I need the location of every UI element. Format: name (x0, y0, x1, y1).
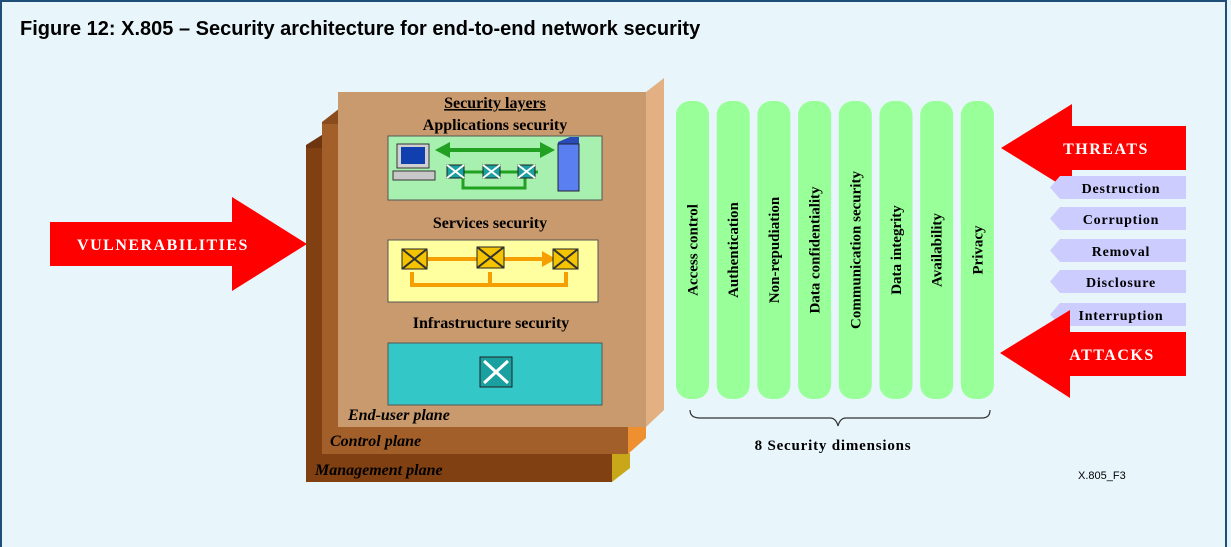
threat-label: Destruction (1082, 182, 1161, 197)
threats-arrow: THREATS (1001, 104, 1186, 192)
threat-tag (1050, 270, 1186, 293)
infrastructure-security-label: Infrastructure security (413, 315, 570, 332)
router-icon (482, 164, 501, 179)
end-user-plane: End-user plane Security layers Applicati… (338, 78, 664, 427)
vulnerabilities-arrow: VULNERABILITIES (50, 197, 307, 291)
threat-tag (1050, 176, 1186, 199)
dimensions-brace (689, 409, 991, 427)
dimensions-caption: 8 Security dimensions (755, 438, 912, 454)
dimension-pillar (920, 101, 954, 399)
services-security-label: Services security (433, 215, 547, 232)
attacks-label: ATTACKS (1069, 347, 1154, 364)
threat-label: Corruption (1083, 213, 1159, 228)
security-dimensions: Access control Authentication Non-repudiat… (676, 101, 994, 399)
dimension-pillar (676, 101, 709, 399)
application-link-arrow (435, 142, 555, 158)
server-icon (557, 137, 580, 192)
attacks-arrow: ATTACKS (1000, 310, 1186, 398)
vulnerabilities-label: VULNERABILITIES (77, 237, 249, 254)
service-node-icon (476, 246, 505, 269)
infrastructure-security-layer (387, 342, 603, 406)
service-node-icon (552, 248, 579, 270)
dimension-label: Data confidentiality (808, 186, 824, 314)
dimension-label: Privacy (970, 225, 986, 275)
dimension-label: Communication security (848, 171, 864, 329)
applications-security-layer (387, 135, 603, 201)
switch-icon (479, 356, 513, 388)
dimension-pillar (716, 101, 750, 399)
threat-list: DestructionCorruptionRemovalDisclosureIn… (1050, 176, 1186, 326)
applications-security-label: Applications security (423, 117, 567, 134)
threat-tag (1050, 207, 1186, 230)
figure-id: X.805_F3 (1078, 470, 1126, 482)
dimension-label: Non-repudiation (767, 196, 783, 303)
threat-label: Interruption (1078, 309, 1163, 324)
dimension-pillar (838, 101, 872, 399)
router-icon (517, 164, 536, 179)
service-node-icon (401, 248, 428, 270)
dimension-label: Data integrity (889, 205, 905, 295)
threat-tag (1050, 303, 1186, 326)
threats-label: THREATS (1063, 141, 1149, 158)
dimension-pillar (960, 101, 994, 399)
router-icon (446, 164, 465, 179)
threat-tag (1050, 239, 1186, 262)
management-plane-label: Management plane (314, 462, 443, 479)
figure-title: Figure 12: X.805 – Security architecture… (20, 18, 701, 40)
dimension-label: Authentication (726, 201, 742, 297)
dimension-pillar (757, 101, 791, 399)
security-layers-heading: Security layers (444, 95, 546, 112)
services-security-layer (387, 239, 599, 303)
dimension-label: Availability (930, 213, 946, 287)
control-plane-label: Control plane (330, 433, 421, 450)
threat-label: Disclosure (1086, 276, 1156, 291)
end-user-plane-label: End-user plane (347, 407, 450, 424)
dimension-label: Access control (686, 204, 702, 296)
dimension-pillar (879, 101, 913, 399)
threat-label: Removal (1092, 245, 1150, 260)
dimension-pillar (798, 101, 832, 399)
computer-icon (392, 143, 436, 181)
